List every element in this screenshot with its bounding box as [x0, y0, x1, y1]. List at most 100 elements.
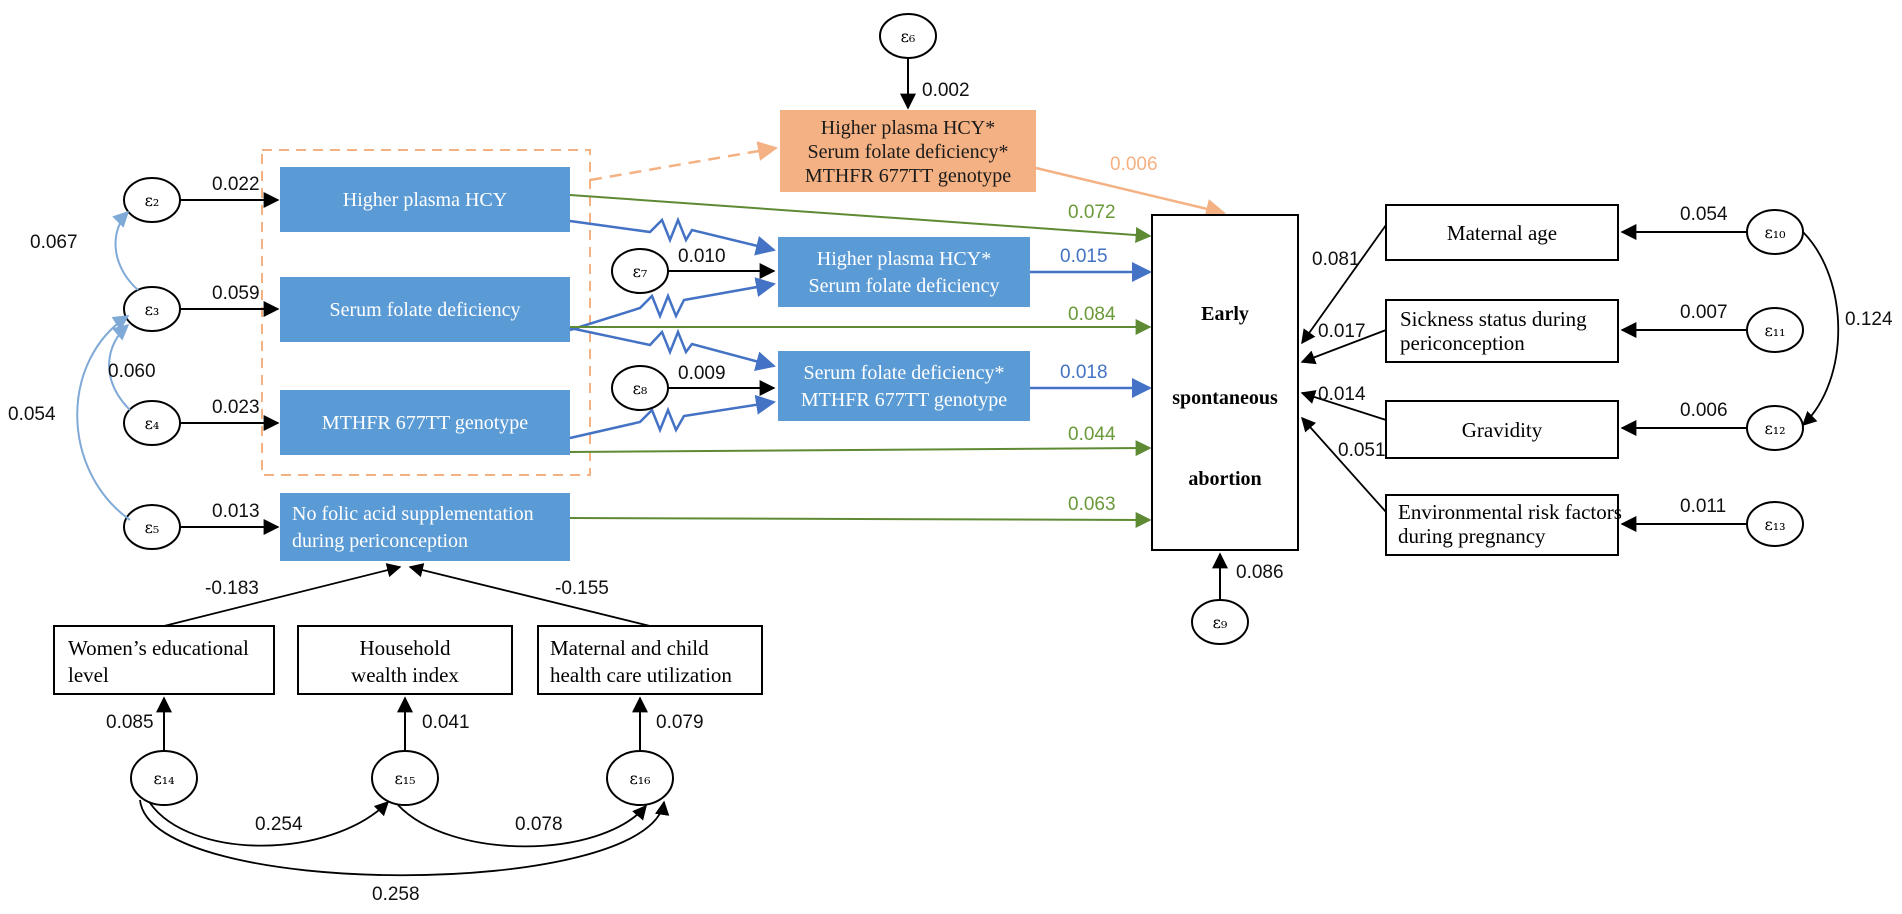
coef-e6-interaction: 0.002 — [922, 80, 970, 101]
coef-e14-education: 0.085 — [106, 712, 154, 733]
cov-e3-e4 — [108, 323, 131, 411]
error-e4: ε₄ — [123, 400, 181, 446]
svg-text:Serum folate deficiency*: Serum folate deficiency* — [807, 141, 1008, 163]
svg-text:level: level — [68, 663, 109, 687]
error-e7: ε₇ — [611, 248, 669, 294]
node-maternal-age: Maternal age — [1385, 204, 1619, 261]
svg-text:Maternal and child: Maternal and child — [550, 636, 709, 660]
coef-e5-nofolic: 0.013 — [212, 501, 260, 522]
svg-text:ε₉: ε₉ — [1213, 613, 1228, 632]
path-healthcare-nofolic — [408, 563, 651, 627]
svg-text:ε₇: ε₇ — [633, 262, 648, 281]
coef-e10-age: 0.054 — [1680, 204, 1728, 225]
svg-text:ε₁₆: ε₁₆ — [629, 769, 650, 788]
coef-e7-interaction: 0.010 — [678, 246, 726, 267]
svg-text:MTHFR 677TT genotype: MTHFR 677TT genotype — [322, 412, 528, 434]
coef-e14-e15: 0.254 — [255, 814, 303, 835]
cov-e2-e3 — [112, 210, 139, 291]
path-age-outcome — [1301, 224, 1387, 345]
coef-age-outcome: 0.081 — [1312, 249, 1360, 270]
svg-text:Higher plasma HCY*: Higher plasma HCY* — [817, 248, 991, 270]
svg-text:Higher plasma HCY: Higher plasma HCY — [343, 189, 507, 211]
coef-e13-environment: 0.011 — [1680, 496, 1726, 517]
cov-e3-e5 — [76, 315, 131, 521]
svg-text:Serum folate deficiency: Serum folate deficiency — [808, 275, 999, 297]
node-womens-education: Women’s educational level — [53, 625, 275, 695]
svg-text:MTHFR 677TT genotype: MTHFR 677TT genotype — [801, 389, 1007, 411]
path-nofolic-outcome — [569, 511, 1152, 528]
cov-e14-e16 — [139, 799, 670, 877]
error-e15: ε₁₅ — [371, 750, 439, 806]
node-maternal-child-healthcare: Maternal and child health care utilizati… — [537, 625, 763, 695]
node-serum-folate-deficiency: Serum folate deficiency — [280, 277, 570, 342]
coef-e4-mthfr: 0.023 — [212, 397, 260, 418]
error-e10: ε₁₀ — [1746, 209, 1804, 255]
coef-environment-outcome: 0.051 — [1338, 440, 1386, 461]
path-education-nofolic — [163, 563, 402, 627]
coef-e2-e3: 0.067 — [30, 232, 78, 253]
error-e8: ε₈ — [611, 365, 669, 411]
coef-sickness-outcome: 0.017 — [1318, 321, 1366, 342]
coef-e3-folate: 0.059 — [212, 283, 260, 304]
error-e11: ε₁₁ — [1746, 307, 1804, 353]
svg-text:Household: Household — [360, 636, 451, 660]
svg-text:ε₁₅: ε₁₅ — [394, 769, 415, 788]
coef-inter2-outcome: 0.018 — [1060, 362, 1108, 383]
svg-text:Gravidity: Gravidity — [1462, 418, 1543, 442]
error-e12: ε₁₂ — [1746, 405, 1804, 451]
coef-nofolic-outcome: 0.063 — [1068, 494, 1116, 515]
svg-text:Sickness status during: Sickness status during — [1400, 307, 1587, 331]
svg-text:Serum folate deficiency: Serum folate deficiency — [329, 299, 520, 321]
error-e16: ε₁₆ — [606, 750, 674, 806]
svg-text:Women’s educational: Women’s educational — [68, 636, 249, 660]
coef-healthcare-nofolic: -0.155 — [555, 578, 609, 599]
node-household-wealth: Household wealth index — [297, 625, 513, 695]
error-e2: ε₂ — [123, 177, 181, 223]
node-sickness-status: Sickness status during periconception — [1385, 299, 1619, 363]
coef-gravidity-outcome: 0.014 — [1318, 384, 1366, 405]
path-folate-to-inter2 — [569, 326, 776, 371]
node-mthfr-677tt: MTHFR 677TT genotype — [280, 390, 570, 455]
coef-inter1-outcome: 0.015 — [1060, 246, 1108, 267]
error-e5: ε₅ — [123, 504, 181, 550]
svg-text:ε₁₃: ε₁₃ — [1764, 515, 1785, 534]
genetic-nutrition-group — [261, 149, 591, 476]
svg-text:ε₅: ε₅ — [145, 518, 160, 537]
coef-e12-gravidity: 0.006 — [1680, 400, 1728, 421]
coef-folate-outcome: 0.084 — [1068, 304, 1116, 325]
svg-text:ε₈: ε₈ — [633, 379, 648, 398]
path-group-interaction — [589, 141, 778, 182]
error-e3: ε₃ — [123, 286, 181, 332]
cov-e15-e16 — [397, 804, 647, 848]
svg-text:Higher plasma HCY*: Higher plasma HCY* — [821, 117, 995, 139]
error-e9: ε₉ — [1191, 599, 1249, 645]
svg-text:No folic acid supplementation: No folic acid supplementation — [292, 503, 534, 525]
path-environment-outcome — [1301, 416, 1387, 513]
path-gravidity-outcome — [1300, 390, 1387, 421]
svg-text:ε₆: ε₆ — [901, 27, 916, 46]
svg-text:ε₁₄: ε₁₄ — [153, 769, 174, 788]
coef-e10-e12: 0.124 — [1845, 309, 1893, 330]
cov-e14-e15 — [149, 800, 390, 847]
svg-text:during pregnancy: during pregnancy — [1398, 524, 1546, 548]
coef-e9-outcome: 0.086 — [1236, 562, 1284, 583]
cov-e10-e12 — [1801, 231, 1840, 426]
path-mthfr-outcome — [569, 440, 1152, 457]
path-hcy-to-inter1 — [569, 216, 776, 256]
node-environmental-risk: Environmental risk factors during pregna… — [1385, 494, 1622, 556]
coef-mthfr-outcome: 0.044 — [1068, 424, 1116, 445]
svg-text:ε₁₂: ε₁₂ — [1764, 419, 1785, 438]
coef-education-nofolic: -0.183 — [205, 578, 259, 599]
coef-e14-e16: 0.258 — [372, 884, 420, 905]
svg-text:during periconception: during periconception — [292, 530, 468, 552]
svg-text:wealth index: wealth index — [351, 663, 459, 687]
svg-text:ε₄: ε₄ — [145, 414, 160, 433]
node-folate-mthfr-interaction: Serum folate deficiency* MTHFR 677TT gen… — [778, 351, 1030, 421]
error-e6: ε₆ — [879, 13, 937, 59]
node-no-folic-acid: No folic acid supplementation during per… — [280, 493, 570, 561]
node-higher-plasma-hcy: Higher plasma HCY — [280, 167, 570, 232]
svg-text:abortion: abortion — [1188, 468, 1261, 490]
coef-e16-healthcare: 0.079 — [656, 712, 704, 733]
node-early-spontaneous-abortion: Early spontaneous abortion — [1151, 214, 1299, 551]
